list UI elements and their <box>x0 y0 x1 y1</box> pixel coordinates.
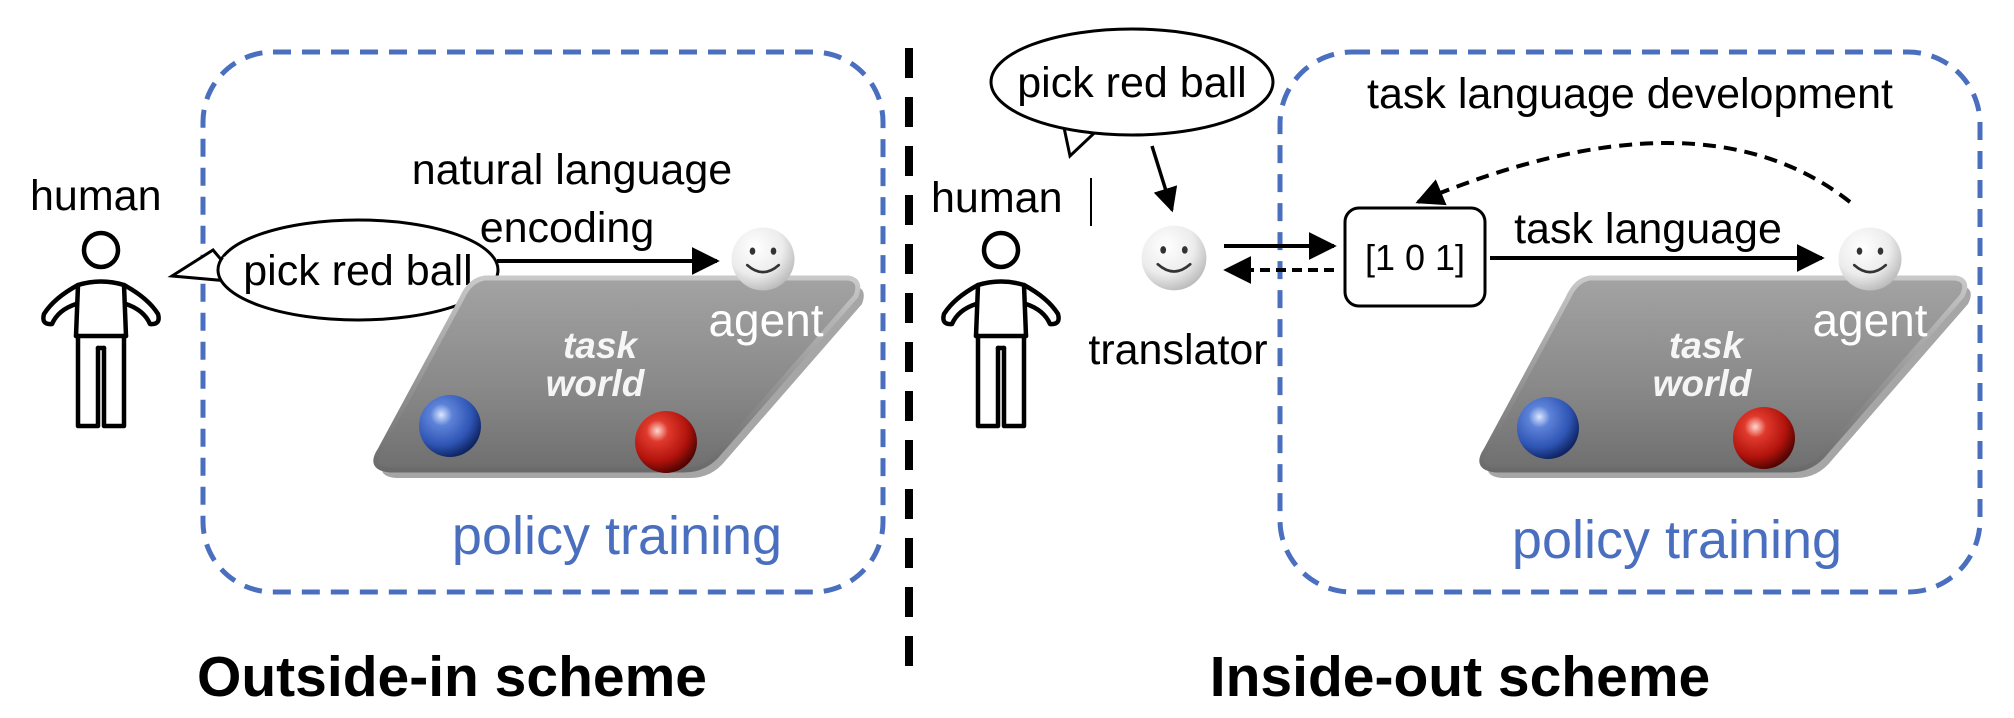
speech-bubble: pick red ball <box>989 27 1275 159</box>
encoding-label-line2: encoding <box>480 204 655 252</box>
inside-out-scheme: pick red ball human translator [1 0 1] t… <box>931 27 1983 709</box>
speech-text: pick red ball <box>243 247 472 295</box>
speech-bubble: pick red ball <box>167 218 500 322</box>
policy-frame <box>200 49 886 595</box>
translator-label: translator <box>1088 326 1267 374</box>
task-world: task world <box>1479 275 1971 478</box>
speech-to-translator-arrow <box>1150 145 1178 213</box>
agent-smiley-icon <box>730 226 796 292</box>
red-ball <box>635 411 697 473</box>
blue-ball <box>1517 397 1579 459</box>
inside-out-caption: Inside-out scheme <box>1210 645 1710 709</box>
human-label: human <box>30 172 161 220</box>
person-icon <box>943 233 1058 426</box>
task-code-box <box>1343 206 1487 308</box>
task-code-text: [1 0 1] <box>1365 237 1465 278</box>
development-arrow <box>1415 141 1852 206</box>
human-label: human <box>931 174 1062 222</box>
world-text-line2: world <box>546 363 646 404</box>
task-language-label: task language <box>1514 205 1782 253</box>
translator-smiley-icon <box>1140 224 1208 292</box>
agent-label: agent <box>1812 294 1927 346</box>
agent-smiley-icon <box>1837 226 1903 292</box>
world-text-line1: task <box>1669 325 1745 366</box>
person-icon <box>43 233 158 426</box>
agent-label: agent <box>708 294 823 346</box>
encoding-label-line1: natural language <box>412 146 732 194</box>
development-label: task language development <box>1367 70 1893 118</box>
outside-in-scheme: human pick red ball natural language enc… <box>30 49 886 709</box>
policy-frame <box>1277 49 1983 595</box>
world-text-line1: task <box>563 325 639 366</box>
outside-in-caption: Outside-in scheme <box>197 645 707 709</box>
blue-ball <box>419 395 481 457</box>
red-ball <box>1733 407 1795 469</box>
policy-training-label: policy training <box>1512 510 1842 570</box>
world-text-line2: world <box>1653 363 1753 404</box>
speech-text: pick red ball <box>1017 59 1246 107</box>
policy-training-label: policy training <box>452 506 782 566</box>
task-world: task world <box>373 275 864 478</box>
